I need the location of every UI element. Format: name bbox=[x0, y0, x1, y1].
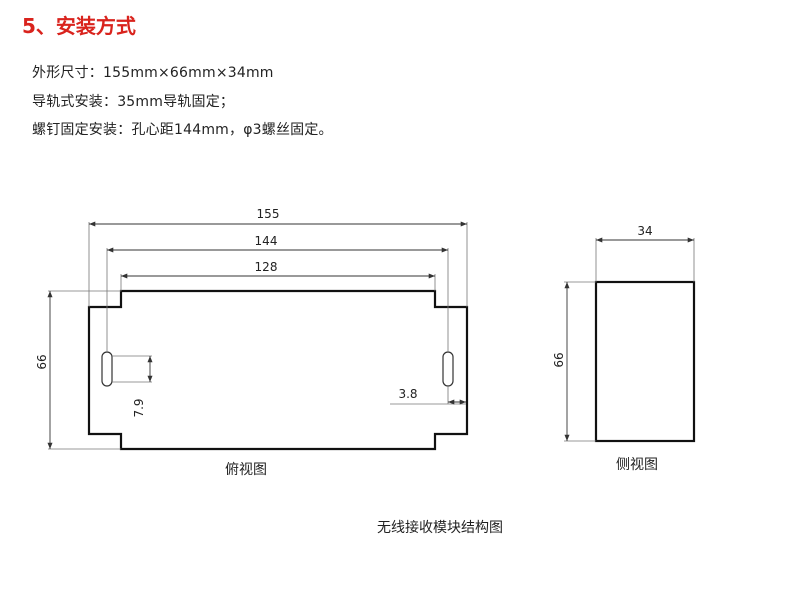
side-view-outline bbox=[594, 280, 696, 443]
dim-label-inner: 128 bbox=[255, 260, 278, 274]
dim-label-hole-pitch: 144 bbox=[255, 234, 278, 248]
top-view-caption: 俯视图 bbox=[225, 462, 267, 478]
dim-label-height: 66 bbox=[35, 354, 49, 369]
figure-caption: 无线接收模块结构图 bbox=[377, 519, 503, 536]
side-dim-label-height: 66 bbox=[552, 352, 566, 367]
section-title: 5、安装方式 bbox=[22, 14, 136, 38]
side-view-caption: 侧视图 bbox=[616, 457, 658, 473]
dim-label-overall: 155 bbox=[257, 207, 280, 221]
spec-line-dimensions: 外形尺寸：155mm×66mm×34mm bbox=[32, 65, 274, 81]
spec-line-rail-mount: 导轨式安装：35mm导轨固定； bbox=[32, 94, 235, 110]
dim-label-hole-x: 3.8 bbox=[398, 387, 417, 401]
side-dim-label-width: 34 bbox=[637, 224, 652, 238]
mounting-slot-right bbox=[442, 351, 454, 387]
mounting-slot-left bbox=[101, 351, 113, 387]
spec-line-screw-mount: 螺钉固定安装：孔心距144mm，φ3螺丝固定。 bbox=[32, 122, 333, 138]
top-view-outline bbox=[87, 289, 469, 451]
dim-label-hole-y: 7.9 bbox=[132, 398, 146, 417]
